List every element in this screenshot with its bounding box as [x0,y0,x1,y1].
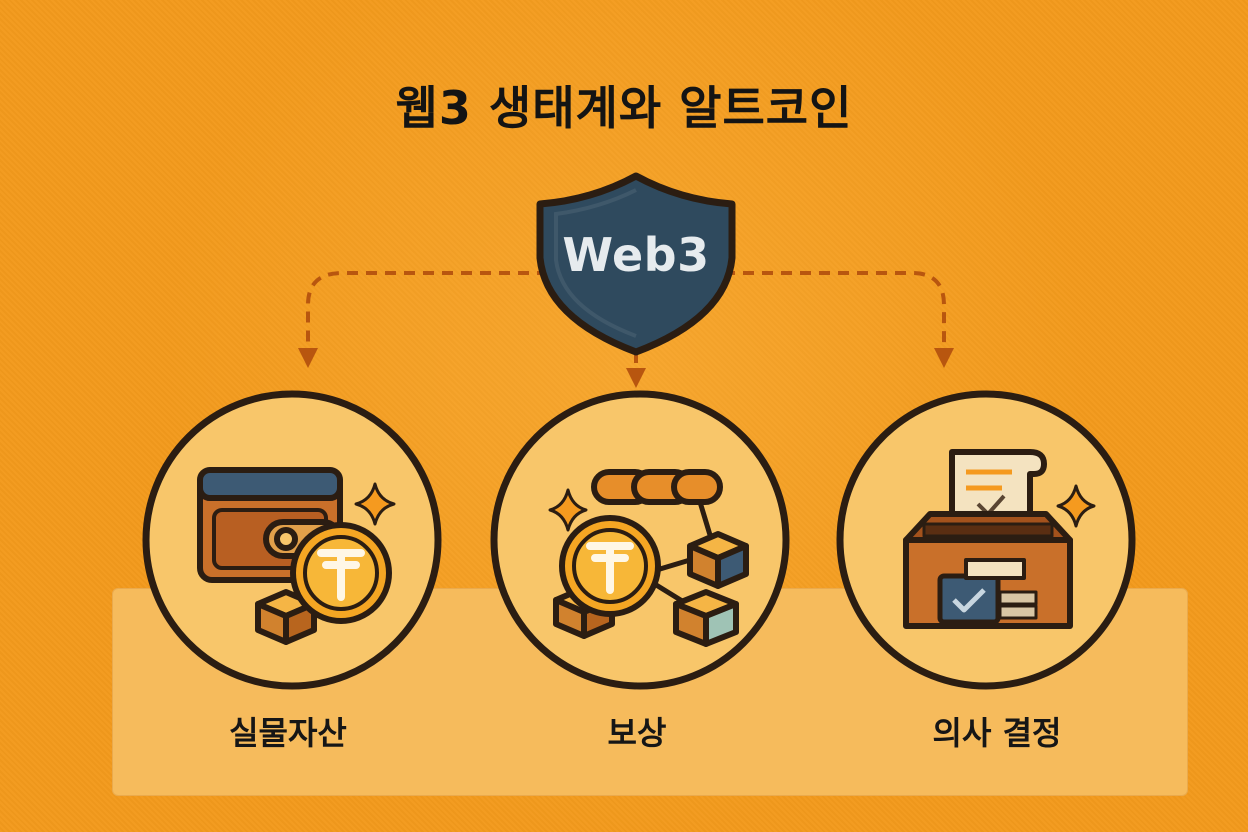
arrow-left [298,271,548,368]
node-label-decision: 의사 결정 [932,714,1062,752]
chain-coin-blocks-icon [548,469,749,647]
ballot-box-icon [903,449,1096,629]
page-title: 웹3 생태계와 알트코인 [395,81,853,135]
shield-label: Web3 [562,228,710,282]
shield-icon [536,172,736,356]
node-label-rewards: 보상 [607,714,667,752]
node-label-real-assets: 실물자산 [229,714,347,752]
wallet-coin-icon [197,467,396,645]
arrow-right [724,271,954,368]
connector-arrows [298,271,954,388]
